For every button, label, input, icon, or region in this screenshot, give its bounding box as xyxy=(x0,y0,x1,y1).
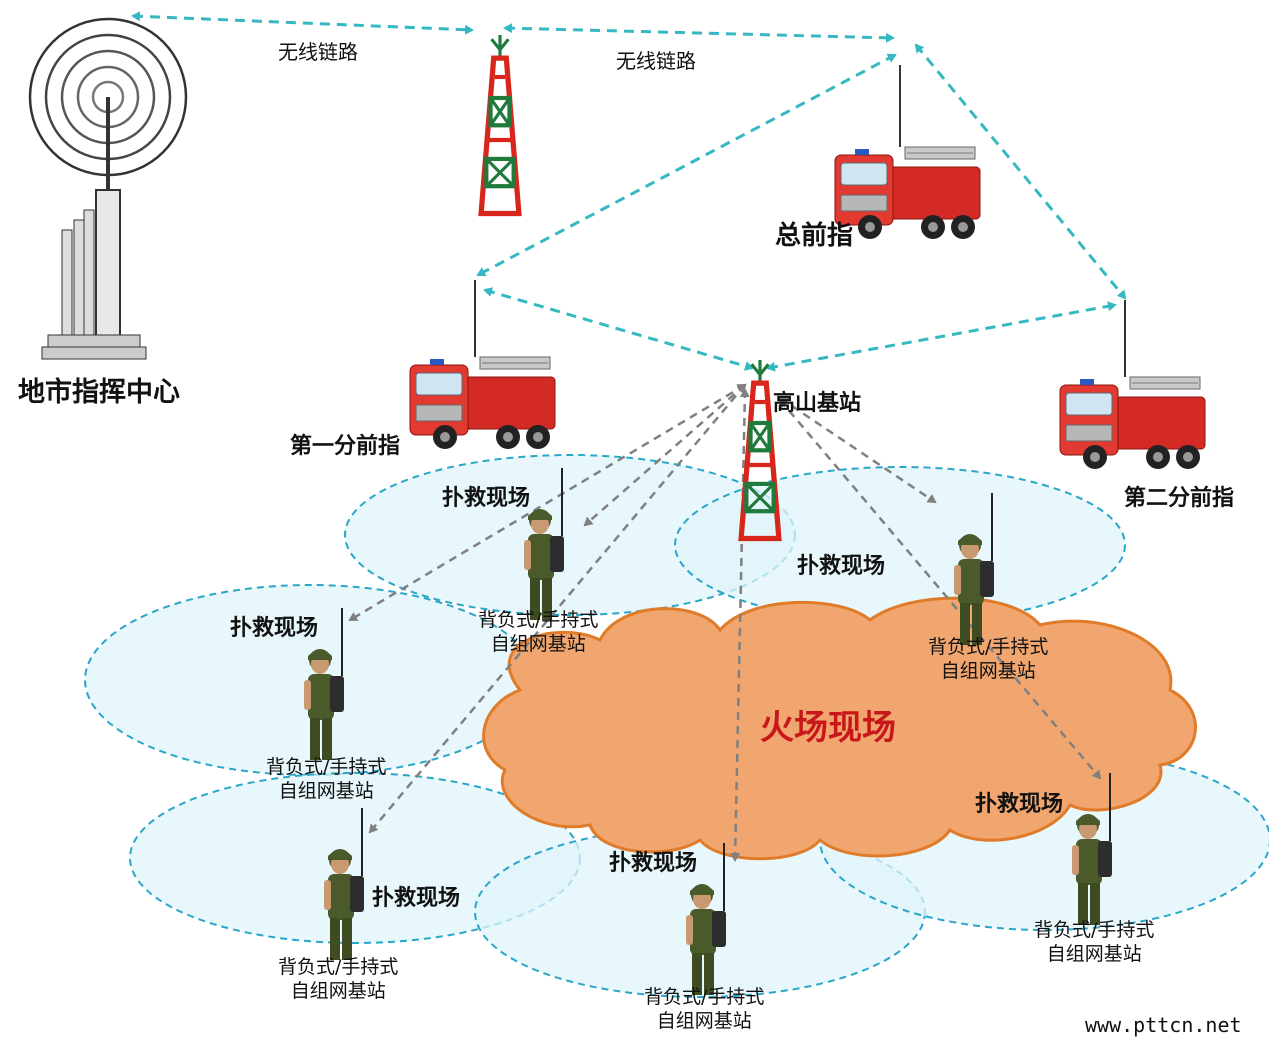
unit-label-line2: 自组网基站 xyxy=(656,1010,752,1032)
rescue-site-label: 扑救现场 xyxy=(975,792,1064,817)
wireless-links xyxy=(131,11,1127,372)
unit-label-line2: 自组网基站 xyxy=(940,660,1036,682)
relay-link xyxy=(778,398,1102,780)
relay-tower-icon xyxy=(481,35,519,213)
wireless-link-label: 无线链路 xyxy=(616,49,696,73)
command-second-label: 第二分前指 xyxy=(1124,486,1235,511)
link-first-mountain xyxy=(483,287,754,371)
rescue-site-label: 扑救现场 xyxy=(372,886,461,911)
link-hq-relay xyxy=(131,11,474,35)
unit-label-line1: 背负式/手持式 xyxy=(266,756,387,778)
command-main-label: 总前指 xyxy=(775,221,854,251)
wireless-link-label: 无线链路 xyxy=(278,40,358,64)
rescue-site-label: 扑救现场 xyxy=(609,851,698,876)
link-mountain-second xyxy=(766,301,1117,372)
link-relay-main xyxy=(503,23,895,43)
unit-label-line1: 背负式/手持式 xyxy=(928,636,1049,658)
unit-label-line1: 背负式/手持式 xyxy=(278,956,399,978)
link-main-first xyxy=(476,53,897,277)
rescue-site-label: 扑救现场 xyxy=(230,616,319,641)
unit-label-line2: 自组网基站 xyxy=(1046,943,1142,965)
broadcast-tower-icon xyxy=(28,17,188,360)
unit-label: 背负式/手持式 自组网基站 xyxy=(928,635,1048,683)
unit-label-line2: 自组网基站 xyxy=(490,633,586,655)
fire-truck-icon xyxy=(834,65,981,240)
unit-label-line2: 自组网基站 xyxy=(278,780,374,802)
rescue-site-label: 扑救现场 xyxy=(797,554,886,579)
hq-label: 地市指挥中心 xyxy=(18,377,180,408)
unit-label: 背负式/手持式 自组网基站 xyxy=(266,755,386,803)
fire-scene-label: 火场现场 xyxy=(760,708,896,748)
fire-truck-icon xyxy=(409,280,556,450)
unit-label: 背负式/手持式 自组网基站 xyxy=(478,608,598,656)
command-first-label: 第一分前指 xyxy=(290,434,401,459)
unit-label-line1: 背负式/手持式 xyxy=(644,986,765,1008)
relay-links xyxy=(348,383,1102,862)
unit-label: 背负式/手持式 自组网基站 xyxy=(278,955,398,1003)
mountain-station-label: 高山基站 xyxy=(773,391,862,416)
unit-label: 背负式/手持式 自组网基站 xyxy=(1034,918,1154,966)
unit-label-line1: 背负式/手持式 xyxy=(1034,919,1155,941)
rescue-site-label: 扑救现场 xyxy=(442,486,531,511)
unit-label: 背负式/手持式 自组网基站 xyxy=(644,985,764,1033)
watermark: www.pttcn.net xyxy=(1085,1013,1242,1037)
unit-label-line1: 背负式/手持式 xyxy=(478,609,599,631)
fire-truck-icon xyxy=(1059,300,1206,470)
link-main-second xyxy=(914,43,1127,300)
unit-label-line2: 自组网基站 xyxy=(290,980,386,1002)
